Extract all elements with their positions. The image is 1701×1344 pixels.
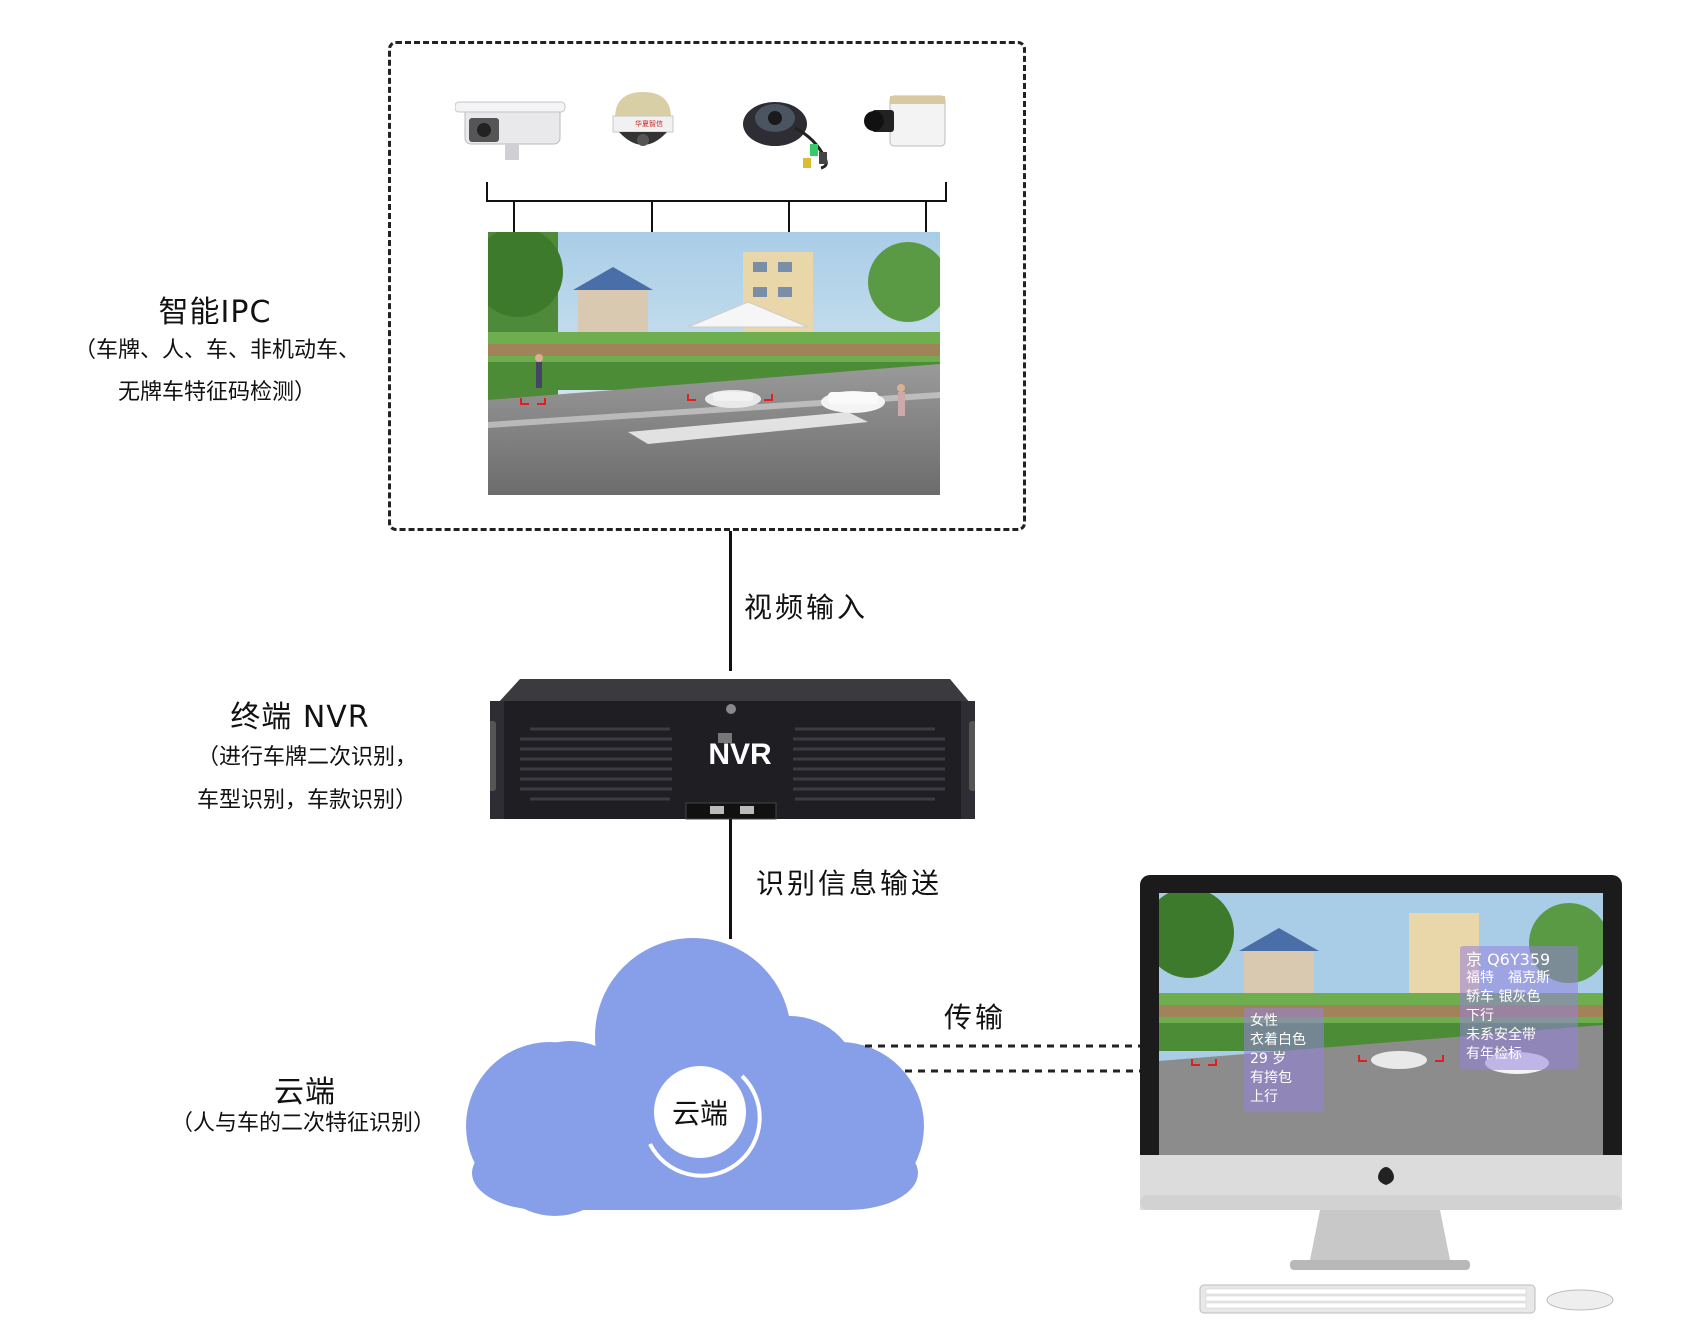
connector-drop bbox=[925, 200, 927, 232]
nvr-desc-line1: （进行车牌二次识别， bbox=[196, 745, 417, 770]
vehicle-info-line: 有年检标 bbox=[1466, 1046, 1522, 1062]
camera-group: 华夏智信 bbox=[455, 92, 946, 170]
person-info-card: 女性 衣着白色 29 岁 有挎包 上行 bbox=[1244, 1008, 1324, 1112]
person-info-line: 女性 bbox=[1250, 1013, 1278, 1029]
recognition-transfer-label: 识别信息输送 bbox=[756, 867, 943, 900]
ipc-group-box bbox=[388, 41, 1026, 531]
video-input-label: 视频输入 bbox=[744, 591, 869, 624]
box-camera-icon bbox=[864, 95, 946, 147]
camera-brand-text: 华夏智信 bbox=[635, 119, 663, 128]
vehicle-info-card: 京 Q6Y359 福特 福克斯 轿车 银灰色 下行 未系安全带 有年检标 bbox=[1460, 946, 1578, 1070]
vehicle-info-line: 轿车 银灰色 bbox=[1466, 989, 1541, 1005]
nvr-title: 终端 NVR bbox=[230, 700, 370, 735]
camera-connector-line bbox=[486, 200, 947, 202]
mini-dome-camera-icon bbox=[743, 102, 828, 170]
person-info-line: 衣着白色 bbox=[1250, 1032, 1306, 1048]
cloud-title: 云端 bbox=[274, 1075, 336, 1110]
ipc-desc-line1: （车牌、人、车、非机动车、 bbox=[73, 338, 360, 363]
recognition-transfer-line bbox=[729, 819, 732, 939]
connector-tick bbox=[945, 182, 947, 202]
ipc-desc-line2: 无牌车特征码检测） bbox=[117, 380, 316, 405]
ipc-title: 智能IPC bbox=[158, 295, 272, 330]
cloud-center-label: 云端 bbox=[671, 1097, 728, 1130]
connector-drop bbox=[513, 200, 515, 232]
apple-logo-icon bbox=[1378, 1167, 1394, 1185]
cloud-desc: （人与车的二次特征识别） bbox=[170, 1111, 435, 1136]
connector-tick bbox=[486, 182, 488, 202]
connector-drop bbox=[788, 200, 790, 232]
person-info-line: 29 岁 bbox=[1250, 1051, 1287, 1067]
connector-drop bbox=[651, 200, 653, 232]
dome-camera-icon: 华夏智信 bbox=[612, 92, 674, 146]
person-info-line: 有挎包 bbox=[1250, 1070, 1292, 1086]
vehicle-info-line: 京 Q6Y359 bbox=[1466, 950, 1551, 969]
transmission-lines bbox=[865, 1044, 1145, 1073]
street-scene-image bbox=[488, 232, 940, 495]
nvr-device bbox=[490, 679, 975, 820]
person-info-line: 上行 bbox=[1250, 1089, 1278, 1105]
bullet-camera-icon bbox=[455, 101, 566, 160]
transmission-label: 传输 bbox=[944, 1001, 1007, 1034]
vehicle-info-line: 福特 福克斯 bbox=[1466, 970, 1550, 986]
vehicle-info-line: 未系安全带 bbox=[1466, 1027, 1536, 1043]
vehicle-info-line: 下行 bbox=[1466, 1008, 1494, 1024]
nvr-device-label: NVR bbox=[708, 738, 772, 771]
video-input-line bbox=[729, 531, 732, 671]
nvr-desc-line2: 车型识别，车款识别） bbox=[196, 788, 417, 813]
cloud-shape bbox=[466, 938, 924, 1216]
